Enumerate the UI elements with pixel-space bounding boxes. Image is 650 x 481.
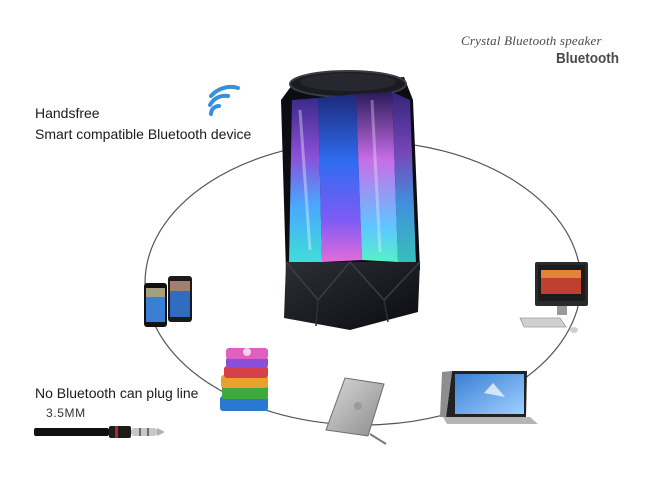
laptop-icon	[440, 371, 538, 424]
mp3-players-icon	[220, 348, 268, 411]
feature-plug-line: No Bluetooth can plug line	[35, 385, 199, 401]
smartphones-icon	[144, 276, 192, 327]
desktop-computer-icon	[519, 262, 588, 333]
tablet-icon	[325, 377, 387, 445]
speaker-image	[281, 70, 421, 330]
audio-cable-icon	[34, 426, 165, 438]
wifi-signal-icon	[208, 84, 240, 116]
feature-compatibility: Smart compatible Bluetooth device	[35, 126, 252, 142]
feature-handsfree: Handsfree	[35, 105, 100, 121]
bluetooth-heading: Bluetooth	[556, 50, 619, 67]
product-heading: Crystal Bluetooth speaker	[461, 33, 602, 48]
jack-spec-label: 3.5MM	[46, 406, 86, 420]
